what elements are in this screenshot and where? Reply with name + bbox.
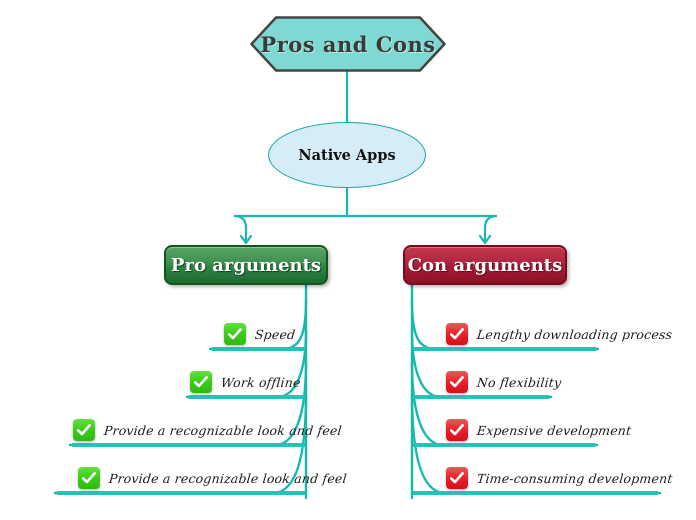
leaf-label: Speed bbox=[254, 326, 297, 342]
branch-node-con-arguments[interactable]: Con arguments bbox=[403, 245, 567, 285]
hexagon-shape bbox=[250, 16, 446, 72]
leaf-item-con-2[interactable]: No flexibility bbox=[446, 367, 563, 397]
check-icon bbox=[446, 323, 468, 345]
leaf-label: Expensive development bbox=[476, 422, 633, 438]
root-node-title: Pros and Cons bbox=[260, 31, 436, 57]
center-node-title: Native Apps bbox=[298, 146, 396, 164]
leaf-label: Provide a recognizable look and feel bbox=[108, 470, 348, 486]
branch-label-pro: Pro arguments bbox=[170, 254, 322, 276]
check-icon bbox=[446, 419, 468, 441]
leaf-item-pro-3[interactable]: Provide a recognizable look and feel bbox=[73, 415, 343, 445]
leaf-label: Time-consuming development bbox=[476, 470, 674, 486]
check-icon bbox=[73, 419, 95, 441]
branch-label-con: Con arguments bbox=[407, 254, 563, 276]
check-icon bbox=[78, 467, 100, 489]
branch-node-pro-arguments[interactable]: Pro arguments bbox=[164, 245, 328, 285]
leaf-label: Provide a recognizable look and feel bbox=[103, 422, 343, 438]
leaf-label: Work offline bbox=[220, 374, 302, 390]
leaf-item-pro-1[interactable]: Speed bbox=[224, 319, 297, 349]
check-icon bbox=[446, 371, 468, 393]
root-node-pros-and-cons[interactable]: Pros and Cons bbox=[250, 16, 446, 72]
leaf-item-con-3[interactable]: Expensive development bbox=[446, 415, 633, 445]
center-node-native-apps[interactable]: Native Apps bbox=[268, 122, 426, 188]
leaf-item-pro-4[interactable]: Provide a recognizable look and feel bbox=[78, 463, 348, 493]
leaf-item-con-4[interactable]: Time-consuming development bbox=[446, 463, 673, 493]
check-icon bbox=[446, 467, 468, 489]
leaf-item-con-1[interactable]: Lengthy downloading process bbox=[446, 319, 674, 349]
check-icon bbox=[224, 323, 246, 345]
check-icon bbox=[190, 371, 212, 393]
leaf-label: No flexibility bbox=[476, 374, 563, 390]
leaf-label: Lengthy downloading process bbox=[476, 326, 674, 342]
leaf-item-pro-2[interactable]: Work offline bbox=[190, 367, 301, 397]
